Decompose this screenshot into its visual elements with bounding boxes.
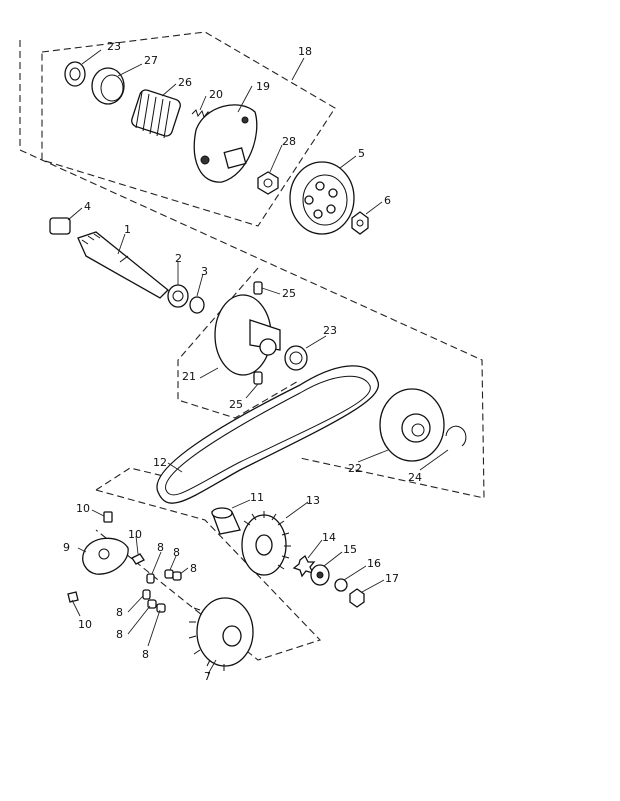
callout-8-f: 8 xyxy=(142,648,149,661)
group-outline-main xyxy=(19,40,485,499)
callout-27: 27 xyxy=(144,54,158,67)
part-6-nut xyxy=(351,211,369,235)
callout-8-e: 8 xyxy=(116,628,123,641)
callout-21: 21 xyxy=(182,370,196,383)
callout-4: 4 xyxy=(84,200,91,213)
callout-labels: 23 27 26 20 19 18 28 5 6 4 1 2 3 25 23 2… xyxy=(63,40,422,683)
callout-28: 28 xyxy=(282,135,296,148)
part-24-circlip xyxy=(445,425,467,447)
callout-20: 20 xyxy=(209,88,223,101)
callout-6: 6 xyxy=(384,194,391,207)
callout-23-top: 23 xyxy=(107,40,121,53)
part-25-screw-top xyxy=(253,281,263,295)
part-22-driven-pulley xyxy=(379,388,445,462)
leader-lines xyxy=(67,49,449,675)
group-outline-pulley xyxy=(177,267,301,419)
part-28-nut xyxy=(257,171,279,195)
callout-26: 26 xyxy=(178,76,192,89)
callout-25-lower: 25 xyxy=(229,398,243,411)
part-14-star-washer xyxy=(292,554,316,578)
callout-1: 1 xyxy=(124,223,131,236)
group-outline-variator-top xyxy=(95,467,173,491)
callout-14: 14 xyxy=(322,531,336,544)
part-9-ramp-plate xyxy=(82,537,129,575)
callout-16: 16 xyxy=(367,557,381,570)
callout-13: 13 xyxy=(306,494,320,507)
callout-8-d: 8 xyxy=(116,606,123,619)
callout-15: 15 xyxy=(343,543,357,556)
callout-18: 18 xyxy=(298,45,312,58)
part-10-slider-bottom xyxy=(67,591,79,603)
callout-17: 17 xyxy=(385,572,399,585)
part-19-clutch-shoe xyxy=(193,104,258,183)
callout-10-top: 10 xyxy=(76,502,90,515)
part-5-clutch-housing xyxy=(289,161,355,235)
callout-12: 12 xyxy=(153,456,167,469)
part-10-slider-mid xyxy=(131,553,145,565)
part-21-pulley-face xyxy=(214,294,281,376)
part-15-washer xyxy=(310,564,330,586)
callout-5: 5 xyxy=(358,147,365,160)
part-20-small-spring xyxy=(191,109,211,119)
part-10-slider-top xyxy=(103,511,113,523)
part-11-sleeve xyxy=(211,507,241,535)
callout-22: 22 xyxy=(348,462,362,475)
part-1-shaft xyxy=(77,231,169,299)
part-26-spring xyxy=(131,89,181,139)
callout-8-c: 8 xyxy=(190,562,197,575)
part-23-seal-mid xyxy=(284,345,308,371)
part-3-seal xyxy=(189,296,205,314)
part-4-bearing xyxy=(49,217,71,235)
callout-23-mid: 23 xyxy=(323,324,337,337)
callout-9: 9 xyxy=(63,541,70,554)
part-17-nut xyxy=(349,588,365,608)
part-7-variator xyxy=(188,597,254,671)
part-12-belt xyxy=(156,365,380,504)
callout-10-bottom: 10 xyxy=(78,618,92,631)
callout-11: 11 xyxy=(250,491,264,504)
callout-25-upper: 25 xyxy=(282,287,296,300)
part-16-washer xyxy=(334,578,348,592)
part-25-screw-bottom xyxy=(253,371,263,385)
callout-7: 7 xyxy=(204,670,211,683)
group-outline-clutch xyxy=(41,31,336,227)
part-8-rollers xyxy=(142,569,182,613)
callout-24: 24 xyxy=(408,471,422,484)
callout-19: 19 xyxy=(256,80,270,93)
callout-3: 3 xyxy=(201,265,208,278)
callout-8-a: 8 xyxy=(157,541,164,554)
part-23-seal xyxy=(64,61,86,87)
part-27-ring xyxy=(91,67,125,105)
callout-2: 2 xyxy=(175,252,182,265)
callout-10-mid: 10 xyxy=(128,528,142,541)
callout-8-b: 8 xyxy=(173,546,180,559)
part-2-bearing xyxy=(167,284,189,308)
part-13-fan-pulley xyxy=(241,511,291,576)
